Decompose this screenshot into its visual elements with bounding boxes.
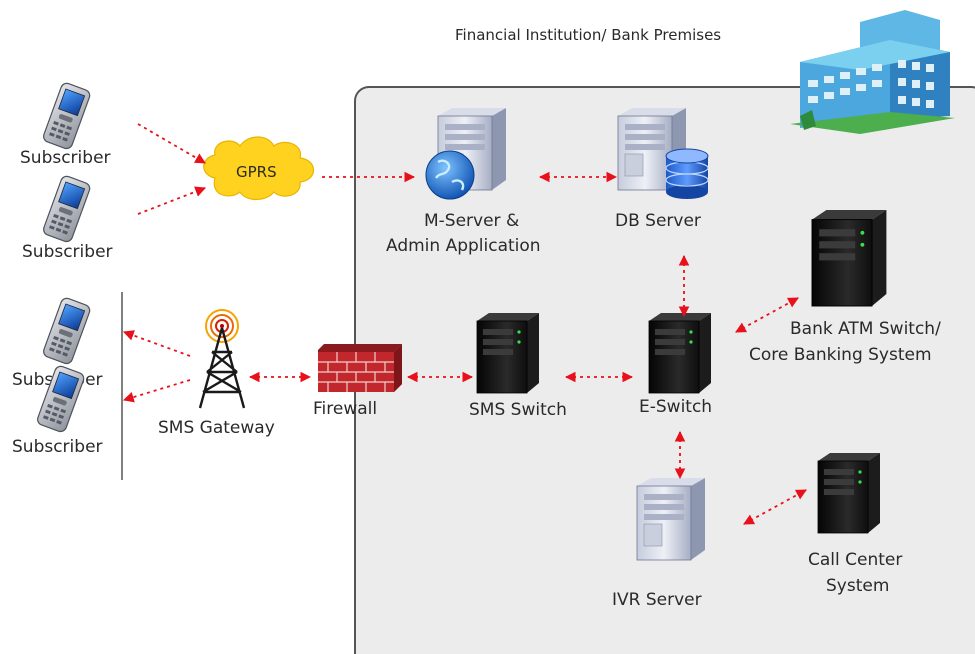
black-server-icon [476, 312, 540, 394]
firewall-label: Firewall [313, 399, 377, 419]
sms-gateway: SMS Gateway [158, 309, 275, 438]
black-server-icon [648, 312, 712, 394]
connector-ivr-callcenter [743, 489, 807, 525]
connectors [122, 123, 807, 525]
database-icon [665, 148, 709, 199]
mobile-phone-icon [41, 296, 92, 366]
grey-server-icon [636, 477, 706, 561]
mobile-phone-icon [41, 174, 92, 244]
m-server-label-line1: M-Server & [424, 211, 519, 231]
db-server: DB Server [615, 107, 709, 231]
subscriber-phone-2: Subscriber [22, 174, 113, 262]
subscriber-label: Subscriber [20, 148, 111, 168]
connector-eswitch-bankatm [735, 297, 799, 333]
subscriber-phone-4: Subscriber [12, 364, 103, 457]
e-switch-label: E-Switch [639, 397, 712, 417]
connector-subscriber1-gprs [137, 123, 206, 164]
subscriber-label: Subscriber [12, 437, 103, 457]
connector-gateway-subscriber4 [122, 379, 191, 403]
bank-atm-label-line2: Core Banking System [749, 345, 932, 365]
ivr-server-label: IVR Server [612, 590, 702, 610]
cloud-icon [203, 136, 315, 201]
subscriber-label: Subscriber [22, 242, 113, 262]
connector-subscriber2-gprs [137, 186, 207, 215]
gprs-cloud: GPRS [203, 136, 315, 201]
db-server-label: DB Server [615, 211, 701, 231]
brick-wall-icon [318, 344, 402, 392]
ivr-server: IVR Server [612, 477, 706, 610]
sms-switch: SMS Switch [469, 312, 567, 420]
call-center: Call Center System [808, 452, 902, 596]
mobile-phone-icon [41, 81, 92, 151]
antenna-tower-icon [198, 309, 246, 409]
black-server-icon [811, 209, 888, 307]
m-server-label-line2: Admin Application [386, 236, 541, 256]
subscriber-phone-1: Subscriber [20, 81, 111, 168]
e-switch: E-Switch [639, 312, 712, 417]
globe-icon [425, 150, 475, 200]
call-center-label-line2: System [826, 576, 889, 596]
firewall: Firewall [313, 344, 402, 419]
sms-switch-label: SMS Switch [469, 400, 567, 420]
black-server-icon [817, 452, 881, 534]
connector-gateway-subscriber3 [122, 330, 191, 357]
office-building-icon [790, 10, 955, 134]
bank-atm-switch: Bank ATM Switch/ Core Banking System [749, 209, 941, 365]
gprs-label: GPRS [236, 163, 277, 181]
bank-atm-label-line1: Bank ATM Switch/ [790, 319, 941, 339]
sms-gateway-label: SMS Gateway [158, 418, 275, 438]
call-center-label-line1: Call Center [808, 550, 902, 570]
m-server: M-Server & Admin Application [386, 107, 541, 256]
bank-premises-title: Financial Institution/ Bank Premises [455, 26, 721, 44]
